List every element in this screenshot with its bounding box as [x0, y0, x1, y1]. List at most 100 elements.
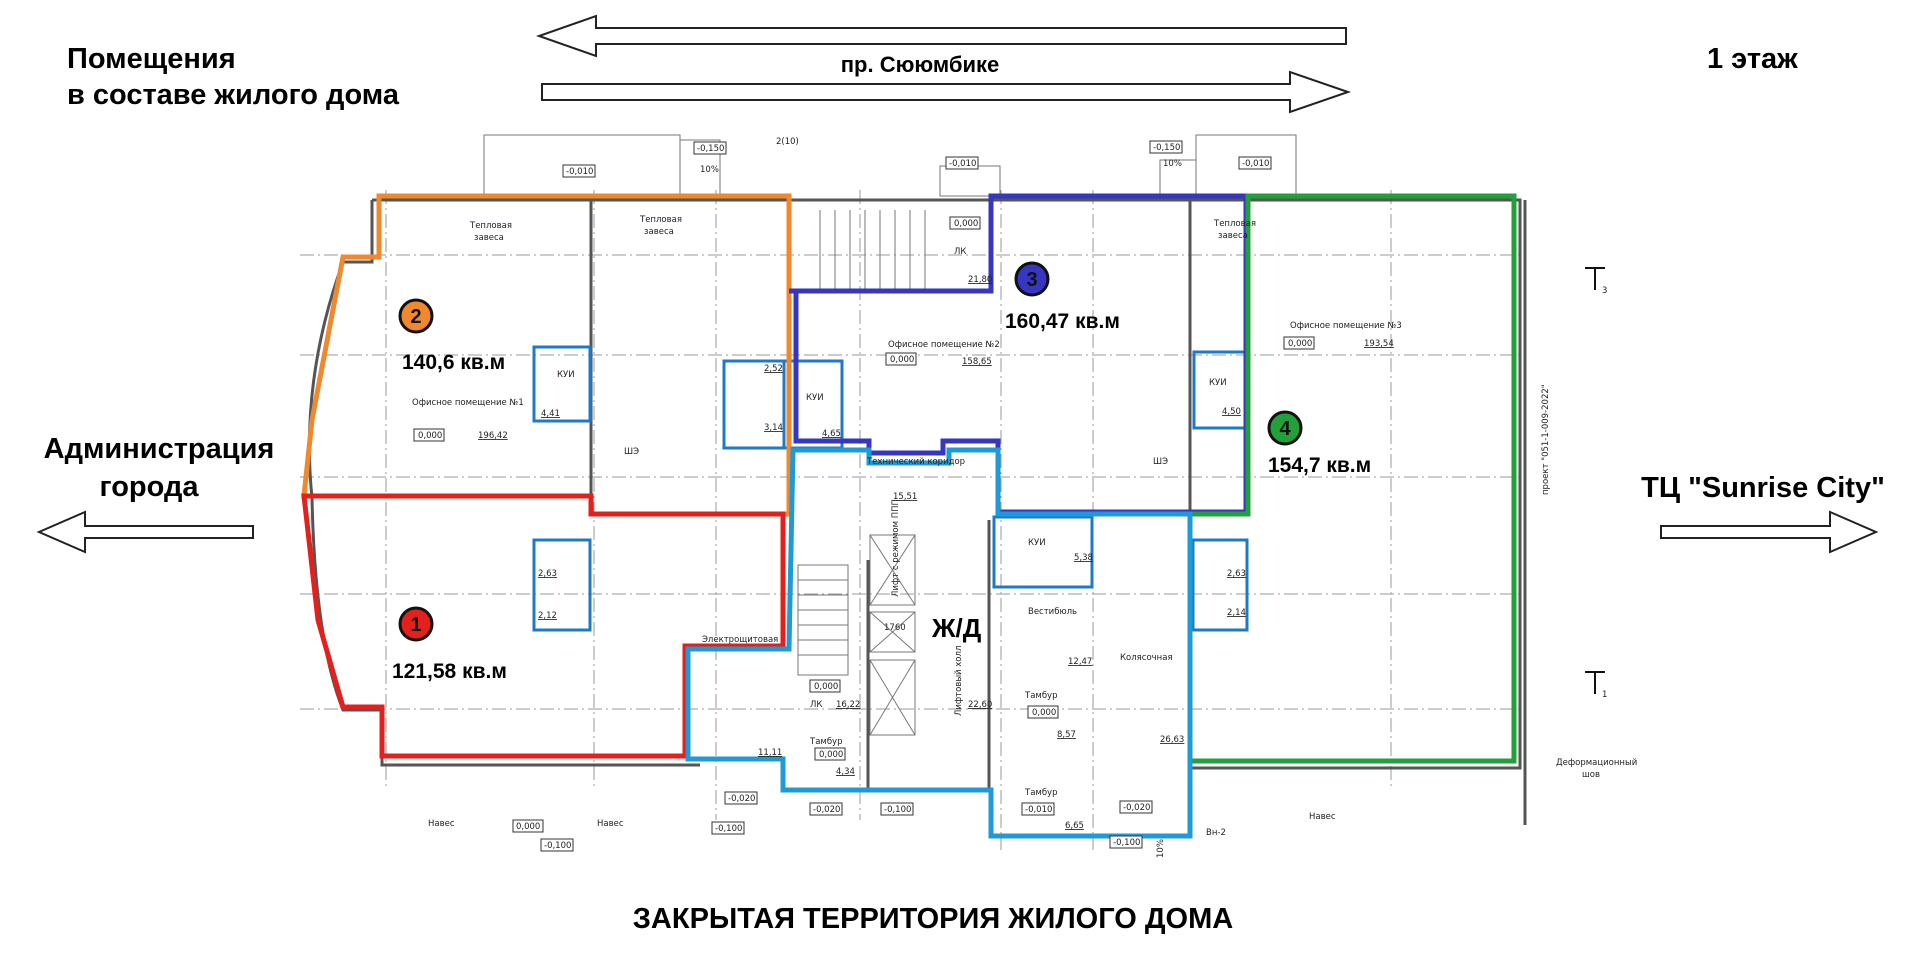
stair-bottom-level: 0,000: [814, 682, 838, 692]
lock-1-area: 4,34: [836, 767, 855, 777]
expansion-joint-l2: шов: [1582, 770, 1600, 780]
lock-2-label: Тамбур: [1024, 691, 1057, 701]
vestibule-label: Вестибюль: [1028, 607, 1077, 617]
lock-1-level: 0,000: [819, 750, 843, 760]
svg-text:-0,010: -0,010: [949, 159, 976, 169]
kui-3-area: 4,50: [1222, 407, 1241, 417]
stair-bottom-lk: ЛК: [810, 700, 822, 710]
bottom-caption: ЗАКРЫТАЯ ТЕРРИТОРИЯ ЖИЛОГО ДОМА: [633, 903, 1234, 935]
zone-1-number: 1: [410, 614, 421, 636]
svg-text:-0,150: -0,150: [697, 144, 724, 154]
project-code: проект "051-1-009-2022": [1541, 384, 1551, 495]
wc-b1-area: 2,63: [538, 569, 557, 579]
office-3-level: 0,000: [1288, 339, 1312, 349]
kui-1-label: КУИ: [557, 370, 575, 380]
left-arrow-icon: [36, 510, 254, 554]
wc-c1-area: 2,63: [1227, 569, 1246, 579]
office-2-area: 158,65: [962, 357, 992, 367]
elevator-shafts: [869, 534, 916, 736]
elevator-dim: 1760: [884, 623, 906, 633]
expansion-joint-l1: Деформационный: [1556, 758, 1637, 768]
lock-2-level: 0,000: [1032, 708, 1056, 718]
office-2-label: Офисное помещение №2: [888, 340, 1000, 350]
svg-text:10%: 10%: [700, 165, 719, 175]
room-labels: Тепловая завеса Тепловая завеса Тепловая…: [412, 137, 1637, 838]
stairs-bottom: [797, 564, 849, 676]
lock-3-area: 6,65: [1065, 821, 1084, 831]
wc-a2-area: 3,14: [764, 423, 783, 433]
lock-2-area: 8,57: [1057, 730, 1076, 740]
zone-2-number: 2: [410, 306, 421, 328]
lock-3-level: -0,010: [1025, 805, 1052, 815]
street-arrow-right-icon: [541, 70, 1352, 114]
svg-text:10%: 10%: [1156, 839, 1166, 858]
office-1-label: Офисное помещение №1: [412, 398, 524, 408]
stairs-top: [819, 210, 926, 290]
kui-2-label: КУИ: [806, 393, 824, 403]
stroller-room-label: Колясочная: [1120, 653, 1173, 663]
sh3-label-1: ШЭ: [624, 447, 639, 457]
left-neighbor-line-2: города: [100, 471, 200, 503]
wc-b2-area: 2,12: [538, 611, 557, 621]
zone-1-area: 121,58 кв.м: [392, 660, 507, 683]
svg-text:0,000: 0,000: [516, 822, 540, 832]
zone-1-badge: 1: [398, 606, 434, 642]
zone-1-outline: [301, 493, 786, 759]
section-markers-icon: [1585, 267, 1605, 694]
canopy-1: Навес: [428, 819, 455, 829]
zone-2-area: 140,6 кв.м: [402, 351, 505, 374]
right-arrow-icon: [1660, 510, 1879, 554]
zone-3-area: 160,47 кв.м: [1005, 310, 1120, 333]
heat-curtain-2: Тепловая: [639, 215, 682, 225]
tech-corridor-area: 15,51: [893, 492, 917, 502]
office-2-level: 0,000: [890, 355, 914, 365]
right-neighbor-label: ТЦ "Sunrise City": [1641, 472, 1885, 504]
residential-label: Ж/Д: [931, 613, 982, 643]
kui-4-label: КУИ: [1028, 538, 1046, 548]
elevator-hall-label: Лифтовый холл: [954, 646, 964, 716]
zone-3-outline: [789, 193, 1249, 515]
elevator-fire-label: Лифт с режимом ППП: [891, 499, 901, 597]
zone-2-badge: 2: [398, 298, 434, 334]
section-mark-3: 3: [1602, 286, 1607, 296]
zone-3-badge: 3: [1014, 261, 1050, 297]
kui-2-area: 4,65: [822, 429, 841, 439]
vestibule-area: 12,47: [1068, 657, 1092, 667]
svg-text:-0,020: -0,020: [1123, 803, 1150, 813]
kui-1-area: 4,41: [541, 409, 560, 419]
heat-curtain-3-l2: завеса: [1218, 231, 1248, 241]
zone-4-badge: 4: [1267, 410, 1303, 446]
stroller-room-area: 26,63: [1160, 735, 1184, 745]
zone-4-number: 4: [1279, 418, 1291, 440]
floor-label: 1 этаж: [1707, 43, 1798, 75]
zone-4-outline: [1187, 193, 1517, 764]
svg-text:-0,100: -0,100: [715, 824, 742, 834]
street-label: пр. Сююмбике: [841, 52, 999, 77]
elevation-marks: -0,150 10% -0,010 -0,010 -0,150 10% -0,0…: [512, 140, 1272, 858]
elevator-hall-area: 22,60: [968, 700, 992, 710]
grid-lines: [300, 190, 1520, 850]
heat-curtain-1: Тепловая: [469, 221, 512, 231]
kui-3-label: КУИ: [1209, 378, 1227, 388]
office-3-area: 193,54: [1364, 339, 1394, 349]
tech-corridor-label: Технический коридор: [866, 457, 965, 467]
electrical-room-label: Электрощитовая: [702, 635, 778, 645]
stair-top-level: 0,000: [954, 219, 978, 229]
title-line-2: в составе жилого дома: [67, 79, 400, 111]
svg-text:10%: 10%: [1163, 159, 1182, 169]
street-arrow-left-icon: [535, 14, 1347, 58]
stair-top-lk: ЛК: [954, 247, 966, 257]
title-line-1: Помещения: [67, 43, 236, 75]
office-1-level: 0,000: [418, 431, 442, 441]
canopy-3: Навес: [1309, 812, 1336, 822]
lock-3-label: Тамбур: [1024, 788, 1057, 798]
electrical-room-area: 11,11: [758, 748, 782, 758]
heat-curtain-1-l2: завеса: [474, 233, 504, 243]
vn2-label: Вн-2: [1206, 828, 1226, 838]
heat-curtain-2-l2: завеса: [644, 227, 674, 237]
zone-3-number: 3: [1026, 269, 1037, 291]
svg-text:-0,100: -0,100: [884, 805, 911, 815]
svg-text:-0,150: -0,150: [1153, 143, 1180, 153]
svg-text:-0,020: -0,020: [728, 794, 755, 804]
